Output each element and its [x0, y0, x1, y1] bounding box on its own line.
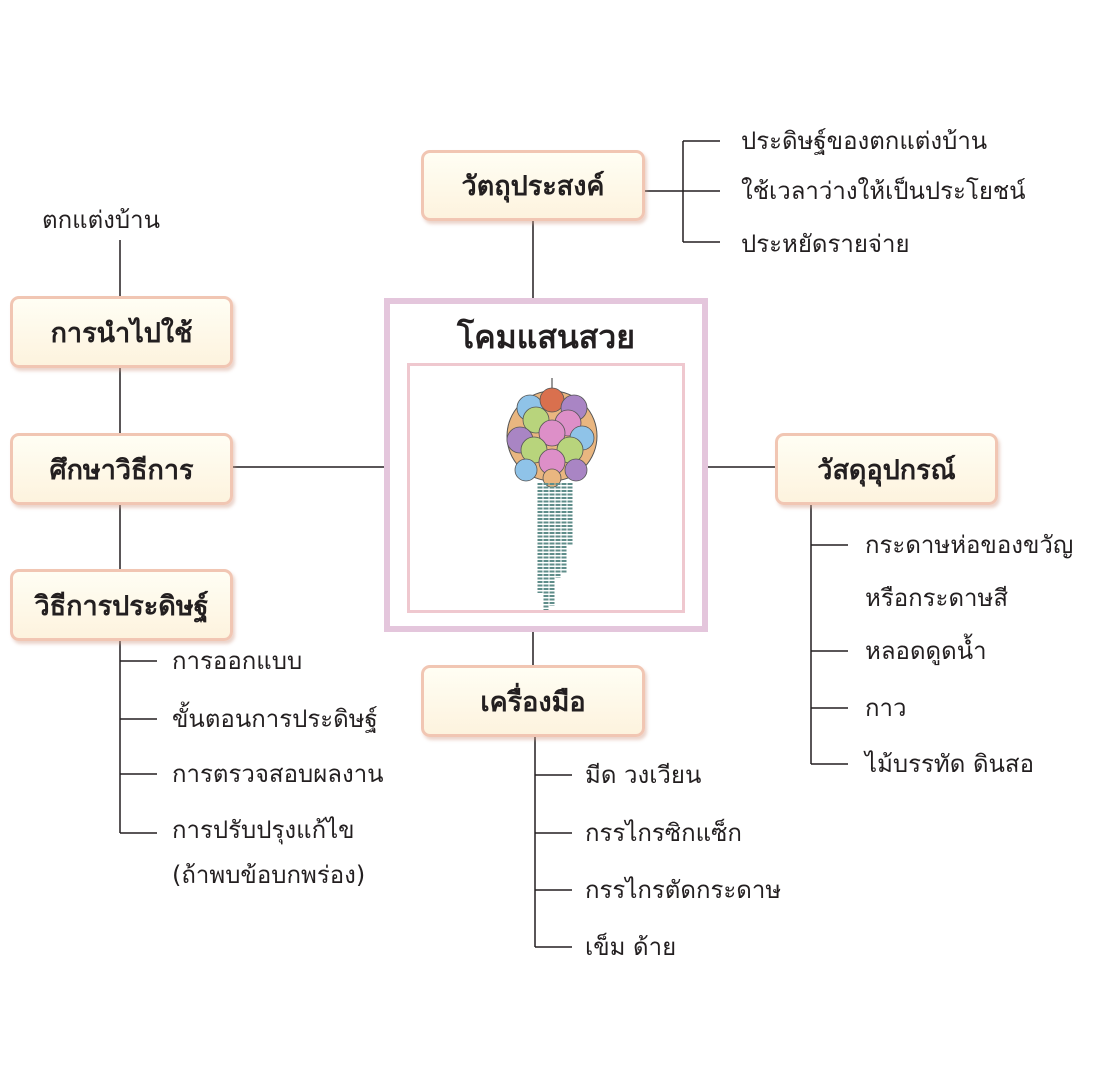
method-item: การปรับปรุงแก้ไข	[172, 816, 355, 844]
materials-item: หรือกระดาษสี	[865, 584, 1008, 612]
materials-item: กาว	[865, 694, 907, 722]
method-item: (ถ้าพบข้อบกพร่อง)	[172, 861, 366, 889]
tools-label: เครื่องมือ	[480, 686, 586, 718]
materials-label: วัสดุอุปกรณ์	[817, 454, 956, 486]
materials-node: วัสดุอุปกรณ์	[775, 433, 998, 505]
usage-item: ตกแต่งบ้าน	[42, 206, 161, 234]
materials-item: ไม้บรรทัด ดินสอ	[865, 750, 1034, 778]
objective-label: วัตถุประสงค์	[461, 171, 605, 202]
paper-lantern-illustration	[506, 378, 598, 610]
study-label: ศึกษาวิธีการ	[49, 454, 194, 486]
center-title: โคมแสนสวย	[457, 318, 635, 356]
study-node: ศึกษาวิธีการ	[10, 433, 233, 505]
tools-item: มีด วงเวียน	[585, 761, 702, 789]
usage-label: การนำไปใช้	[50, 317, 193, 349]
tools-node: เครื่องมือ	[421, 665, 645, 737]
method-item: ขั้นตอนการประดิษฐ์	[172, 705, 378, 733]
center-inner-frame	[407, 363, 685, 613]
method-node: วิธีการประดิษฐ์	[10, 569, 233, 641]
method-item: การออกแบบ	[172, 647, 303, 675]
objective-item: ประหยัดรายจ่าย	[741, 230, 910, 258]
objective-node: วัตถุประสงค์	[421, 150, 645, 221]
center-frame	[384, 298, 708, 632]
materials-item: หลอดดูดน้ำ	[865, 637, 987, 665]
tools-item: กรรไกรซิกแซ็ก	[585, 819, 742, 847]
method-label: วิธีการประดิษฐ์	[34, 590, 209, 622]
method-item: การตรวจสอบผลงาน	[172, 760, 384, 788]
materials-item: กระดาษห่อของขวัญ	[865, 531, 1074, 559]
tools-item: กรรไกรตัดกระดาษ	[585, 876, 782, 904]
objective-item: ประดิษฐ์ของตกแต่งบ้าน	[741, 127, 988, 155]
tools-item: เข็ม ด้าย	[585, 933, 677, 961]
objective-item: ใช้เวลาว่างให้เป็นประโยชน์	[741, 177, 1026, 205]
usage-node: การนำไปใช้	[10, 296, 233, 368]
